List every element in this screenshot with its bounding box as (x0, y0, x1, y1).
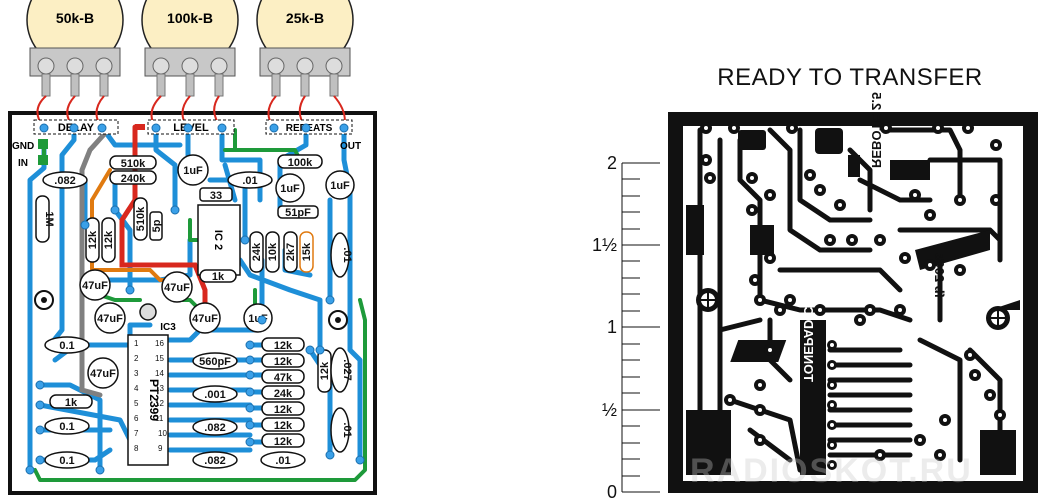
pin-num: 1 (134, 339, 139, 348)
ruler-label: 1 (607, 317, 617, 337)
jumper-gray (79, 127, 111, 398)
pot-level[interactable]: 100k-B (141, 0, 239, 77)
pt2399-label: PT2399 (147, 379, 161, 421)
pin-num: 5 (134, 399, 139, 408)
capacitor-label: 0.1 (59, 340, 74, 352)
resistor-label: 510k (121, 158, 146, 170)
resistor-label: 1M (43, 211, 55, 226)
capacitor-label: 1uF (330, 180, 350, 192)
capacitor-label: .01 (275, 455, 290, 467)
ruler-label: 0 (607, 482, 617, 502)
pin-num: 4 (134, 384, 139, 393)
resistor-label: 12k (274, 436, 293, 448)
pin-num: 7 (134, 429, 139, 438)
pin-num: 3 (134, 369, 139, 378)
capacitor-label: 1uF (280, 183, 300, 195)
resistor-label: 12k (274, 420, 293, 432)
pot-value: 50k-B (56, 10, 94, 26)
pin-num: 2 (134, 354, 139, 363)
ruler-label: 1½ (592, 235, 617, 255)
ruler-label: 2 (607, 153, 617, 173)
label-gnd: GND (12, 141, 34, 152)
pot-value: 25k-B (286, 10, 324, 26)
resistor-label: 2k7 (285, 243, 297, 261)
capacitor-label: 560pF (199, 356, 231, 368)
component-layout: 50k-B 100k-B 25k-B (8, 0, 377, 495)
pin-num: 15 (155, 354, 164, 363)
capacitor-label: .082 (54, 175, 75, 187)
resistor-label: 240k (121, 173, 146, 185)
board-name-text: REBOTE 2.5 (869, 92, 884, 168)
resistor-label: 1k (212, 271, 225, 283)
resistor-label: 24k (251, 242, 263, 261)
pin-num: 12 (155, 399, 164, 408)
mount-hole (34, 290, 54, 310)
mount-hole (986, 306, 1010, 330)
capacitor-label: 47uF (97, 313, 123, 325)
capacitor-label: 47uF (90, 368, 116, 380)
mount-hole (696, 288, 720, 312)
resistor-label: 12k (274, 340, 293, 352)
resistor-label: 12k (319, 361, 331, 380)
pin-num: 8 (134, 444, 139, 453)
capacitor-label: 5p (151, 219, 163, 232)
capacitor-label: .01 (242, 175, 257, 187)
capacitor-label: .082 (204, 455, 225, 467)
pin-num: 9 (158, 444, 163, 453)
capacitor-label: 0.1 (59, 455, 74, 467)
label-out: OUT (340, 141, 361, 152)
board-date-text: fb 2005 (932, 253, 947, 298)
resistor-label: 12k (274, 404, 293, 416)
capacitor-label: .01 (341, 247, 353, 262)
capacitor-label: 47uF (164, 282, 190, 294)
pads (25, 123, 365, 475)
capacitor-label: 33 (210, 190, 222, 202)
resistor-label: 12k (103, 230, 115, 249)
capacitor-label: 0.1 (59, 421, 74, 433)
resistor-label: 15k (301, 242, 313, 261)
resistor-label: 100k (288, 157, 313, 169)
pot-repeats[interactable]: 25k-B (256, 0, 354, 77)
ruler-label: ½ (602, 400, 617, 420)
mount-hole (328, 310, 348, 330)
capacitor-label: 1uF (183, 165, 203, 177)
pin-num: 11 (155, 414, 164, 423)
ic3-body (127, 334, 169, 466)
capacitor-label: 47uF (82, 280, 108, 292)
board-site-text: TONEPAD.COM (801, 286, 816, 382)
pin-num: 14 (155, 369, 164, 378)
capacitor-label: 51pF (285, 207, 311, 219)
ic2-label: IC 2 (212, 230, 224, 250)
pin-num: 6 (134, 414, 139, 423)
resistor-label: 47k (274, 372, 293, 384)
resistor-label: 10k (267, 242, 279, 261)
resistor-label: 510k (135, 206, 147, 231)
resistor-label: 1k (65, 397, 78, 409)
page-title: READY TO TRANSFER (717, 64, 983, 91)
capacitor-label: .082 (204, 422, 225, 434)
pot-value: 100k-B (167, 10, 213, 26)
resistor-label: 12k (87, 230, 99, 249)
watermark: RADIOSKOT.RU (690, 452, 973, 490)
capacitor-label: .001 (204, 389, 225, 401)
pin-num: 10 (158, 429, 167, 438)
resistor-label: 12k (274, 356, 293, 368)
capacitor-label: .01 (341, 422, 353, 437)
jumper-orange (90, 168, 177, 282)
pin-num: 13 (155, 384, 164, 393)
capacitor-label: .027 (341, 359, 353, 380)
capacitor-label: 47uF (192, 313, 218, 325)
pin-num: 16 (155, 339, 164, 348)
ic3-label: IC3 (160, 322, 176, 333)
label-in: IN (18, 158, 28, 169)
resistor-label: 24k (274, 388, 293, 400)
